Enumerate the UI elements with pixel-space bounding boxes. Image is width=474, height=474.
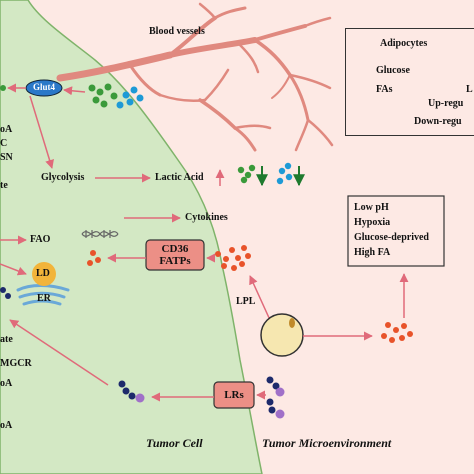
label-fao: FAO bbox=[30, 234, 51, 245]
label-fatps: FATPs bbox=[159, 255, 191, 267]
glucose-cluster-low bbox=[237, 162, 293, 185]
lipoprotein-cluster-inside bbox=[118, 380, 145, 403]
label-cytokines: Cytokines bbox=[185, 212, 228, 223]
lipoprotein-left-edge bbox=[0, 287, 11, 299]
label-cd36: CD36 bbox=[161, 243, 189, 255]
condition-glucose-deprived: Glucose-deprived bbox=[354, 232, 429, 243]
cut-label-1: oA bbox=[0, 124, 13, 135]
label-lrs: LRs bbox=[224, 389, 244, 401]
lipoprotein-cluster-outside-1 bbox=[266, 376, 285, 397]
cut-label-8: oA bbox=[0, 420, 13, 431]
adipocyte bbox=[260, 313, 304, 357]
cut-label-7: oA bbox=[0, 378, 13, 389]
condition-high-fa: High FA bbox=[354, 247, 391, 258]
cut-label-6: MGCR bbox=[0, 358, 32, 369]
glucose-cluster-vessel bbox=[88, 83, 144, 109]
conditions-box bbox=[347, 195, 445, 267]
legend-down: Down-regu bbox=[414, 116, 462, 127]
label-blood-vessels: Blood vessels bbox=[149, 26, 205, 37]
label-er: ER bbox=[37, 293, 51, 304]
arrow-glut4-glycolysis bbox=[29, 95, 54, 169]
legend-glucose: Glucose bbox=[376, 65, 410, 76]
legend-adipocytes: Adipocytes bbox=[380, 38, 428, 49]
cut-label-5: ate bbox=[0, 334, 13, 345]
arrow-to-ld bbox=[0, 263, 27, 276]
label-ld: LD bbox=[36, 268, 50, 279]
legend-fas: FAs bbox=[376, 84, 393, 95]
lipid-droplet bbox=[32, 262, 56, 286]
label-tumor-microenvironment: Tumor Microenvironment bbox=[262, 436, 392, 450]
blood-vessels bbox=[56, 2, 334, 152]
label-glut4: Glut4 bbox=[33, 82, 56, 92]
conditions-list: Low pH Hypoxia Glucose-deprived High FA bbox=[354, 200, 429, 260]
legend-up: Up-regu bbox=[428, 98, 464, 109]
fa-cluster-right bbox=[381, 322, 413, 343]
label-lactic-acid: Lactic Acid bbox=[155, 172, 204, 183]
cut-label-3: SN bbox=[0, 152, 13, 163]
legend-l: L bbox=[466, 84, 473, 95]
label-tumor-cell: Tumor Cell bbox=[146, 436, 203, 450]
label-glycolysis: Glycolysis bbox=[41, 172, 85, 183]
arrow-lipo-to-cell bbox=[9, 319, 109, 386]
lrs-box bbox=[213, 381, 255, 409]
fa-cluster-outside bbox=[215, 245, 251, 271]
condition-low-ph: Low pH bbox=[354, 202, 389, 213]
label-cd36-box: CD36 FATPs bbox=[146, 243, 204, 267]
label-lpl: LPL bbox=[236, 296, 256, 307]
arrow-adipocyte-to-fa bbox=[249, 275, 271, 321]
legend-box bbox=[345, 28, 474, 136]
arrow-glucose-to-glut4 bbox=[63, 86, 86, 96]
lipoprotein-cluster-outside-2 bbox=[266, 398, 285, 419]
cd36-fatps-box bbox=[145, 239, 205, 271]
dna-icon bbox=[81, 230, 119, 238]
cut-label-4: te bbox=[0, 180, 8, 191]
fa-cluster-inside bbox=[87, 250, 101, 266]
condition-hypoxia: Hypoxia bbox=[354, 217, 391, 228]
cut-label-2: C bbox=[0, 138, 8, 149]
